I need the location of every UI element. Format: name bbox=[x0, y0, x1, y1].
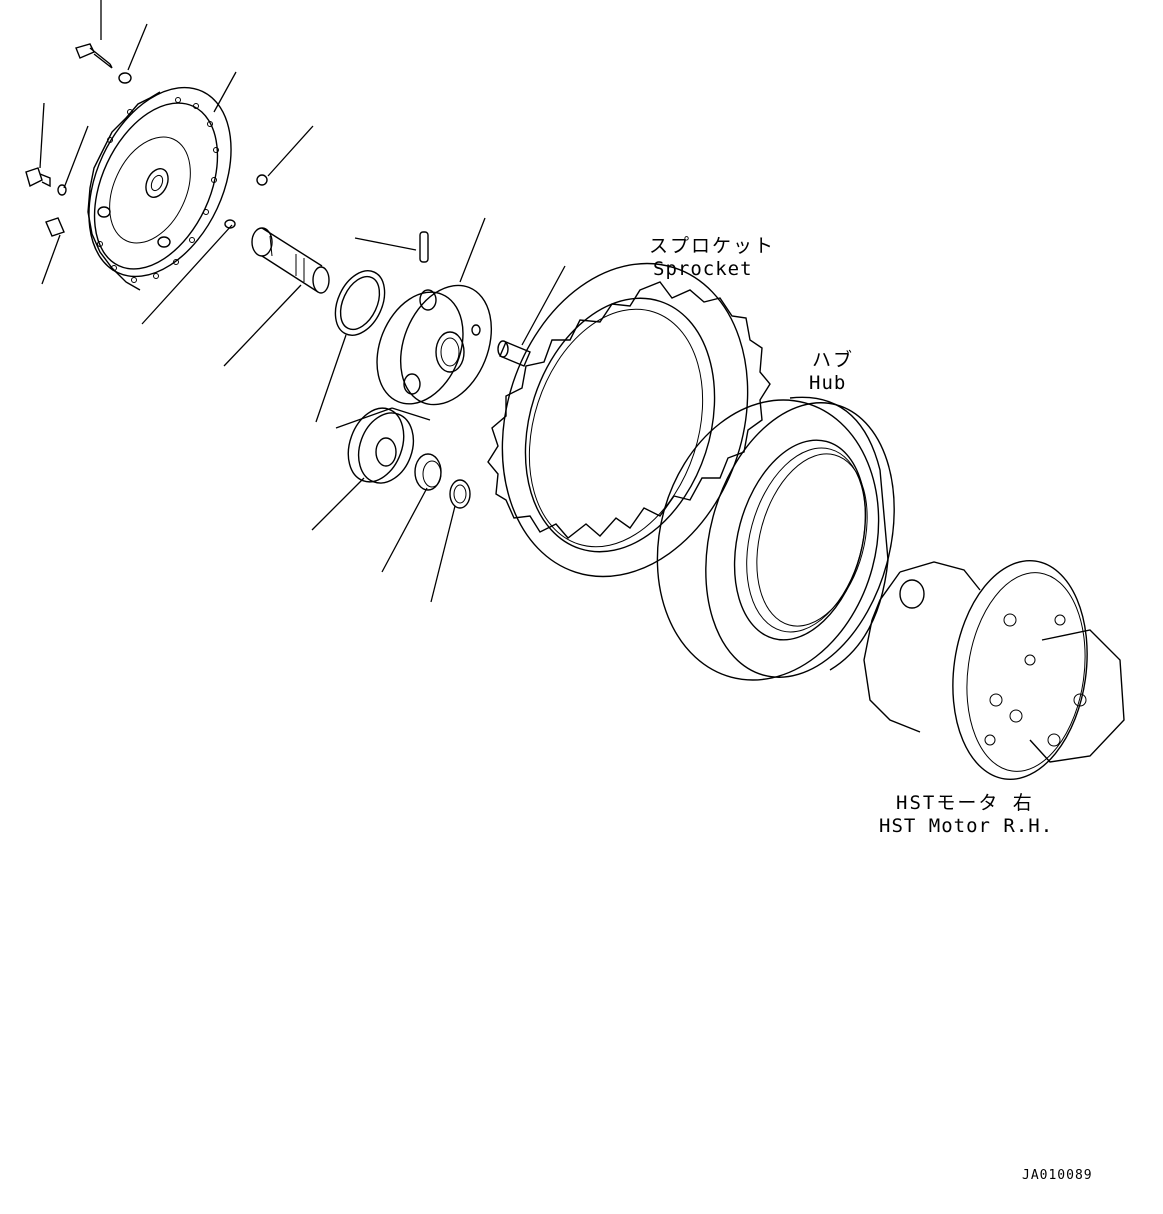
dowel bbox=[497, 340, 531, 367]
hub bbox=[656, 396, 895, 681]
planet-gear bbox=[347, 407, 415, 484]
thrust-washer bbox=[334, 270, 386, 336]
sprocket bbox=[487, 262, 771, 578]
planet-carrier bbox=[376, 284, 493, 406]
splined-shaft bbox=[251, 227, 330, 294]
drawing-code: JA010089 bbox=[1022, 1168, 1093, 1183]
hub-label-jp: ハブ bbox=[812, 349, 855, 371]
pin bbox=[419, 231, 429, 263]
bolts-and-plugs bbox=[25, 43, 268, 237]
sprocket-label-jp: スプロケット bbox=[649, 235, 776, 257]
motor-label-en: HST Motor R.H. bbox=[879, 815, 1054, 837]
needle-bearing bbox=[414, 453, 442, 491]
hub-label-en: Hub bbox=[809, 372, 847, 394]
leader-lines bbox=[39, 0, 566, 603]
small-washer bbox=[449, 479, 471, 509]
motor-label-jp: HSTモータ 右 bbox=[896, 792, 1034, 814]
carrier-cover bbox=[87, 86, 232, 291]
sprocket-label-en: Sprocket bbox=[653, 258, 753, 280]
hst-motor bbox=[863, 559, 1125, 781]
